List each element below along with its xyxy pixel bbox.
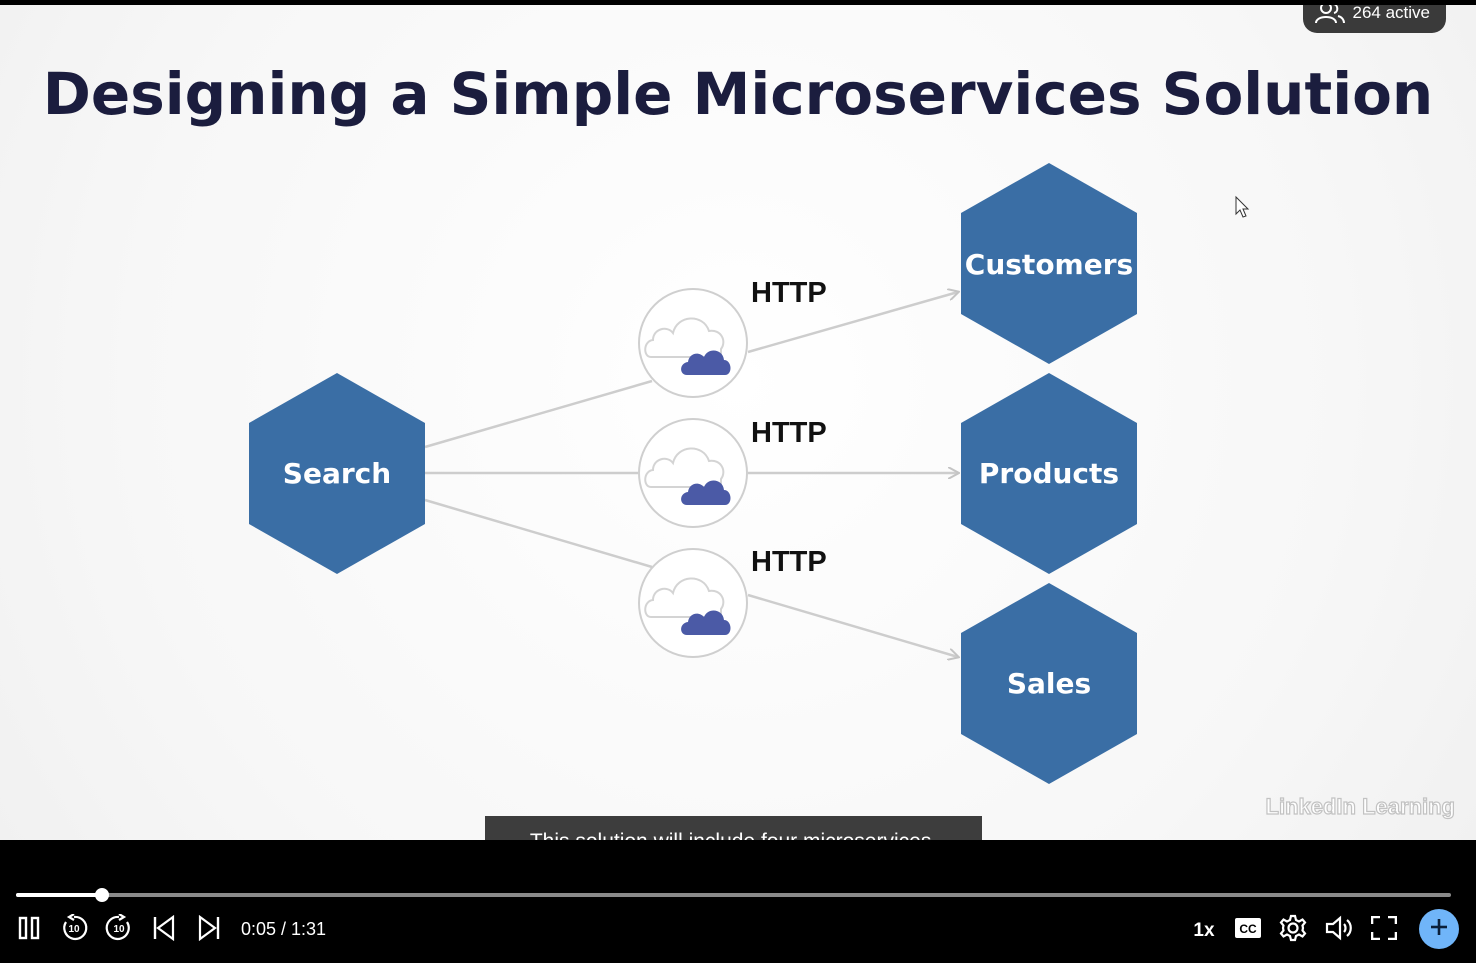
connector-search-customers-1 <box>424 379 653 449</box>
video-frame[interactable]: Designing a Simple Microservices Solutio… <box>0 5 1476 840</box>
hexagon-search: Search <box>249 373 425 574</box>
connection-lines <box>424 292 958 657</box>
cloud-node-1 <box>638 288 748 398</box>
next-button[interactable] <box>191 912 227 948</box>
subtitle-caption: This solution will include four microser… <box>485 816 982 840</box>
player-controls: 10 10 0:05 / 1:31 1x <box>0 840 1476 963</box>
hexagon-label-customers: Customers <box>965 248 1133 281</box>
hexagon-label-search: Search <box>283 457 391 490</box>
svg-text:10: 10 <box>113 924 125 935</box>
pause-icon <box>17 916 41 945</box>
previous-icon <box>151 914 177 946</box>
fullscreen-icon <box>1370 915 1398 945</box>
linkedin-learning-watermark: LinkedIn Learning <box>1266 794 1455 819</box>
connector-search-sales-2 <box>747 593 958 657</box>
add-button[interactable] <box>1419 909 1459 949</box>
active-count-label: 264 active <box>1352 5 1431 22</box>
slide-background <box>0 5 1476 840</box>
mouse-cursor-icon <box>1235 195 1250 218</box>
hexagon-label-sales: Sales <box>1007 667 1091 700</box>
forward-10-icon: 10 <box>105 912 133 947</box>
http-label-2: HTTP <box>751 417 827 449</box>
plus-icon <box>1429 917 1449 942</box>
rewind-10-button[interactable]: 10 <box>56 912 92 948</box>
rewind-10-icon: 10 <box>60 912 88 947</box>
hexagon-products: Products <box>961 373 1137 574</box>
settings-button[interactable] <box>1275 912 1311 948</box>
forward-10-button[interactable]: 10 <box>101 912 137 948</box>
closed-captions-button[interactable]: CC <box>1230 912 1266 948</box>
hexagon-customers: Customers <box>961 163 1137 364</box>
hexagon-sales: Sales <box>961 583 1137 784</box>
fullscreen-button[interactable] <box>1366 912 1402 948</box>
progress-scrubber[interactable] <box>95 888 110 902</box>
cloud-icon <box>681 610 731 635</box>
hexagon-label-products: Products <box>979 457 1119 490</box>
previous-button[interactable] <box>146 912 182 948</box>
microservices-diagram: HTTP HTTP HTTP Search Customers Products… <box>249 163 1456 820</box>
svg-text:CC: CC <box>1239 922 1257 936</box>
progress-fill <box>16 893 103 897</box>
active-viewers-badge[interactable]: 264 active <box>1302 5 1446 33</box>
cloud-node-3 <box>638 548 748 658</box>
cloud-icon <box>681 480 731 505</box>
gear-icon <box>1279 914 1307 947</box>
playback-speed-button[interactable]: 1x <box>1193 920 1215 941</box>
cloud-icon <box>681 350 731 375</box>
volume-button[interactable] <box>1322 912 1358 948</box>
connector-search-customers-2 <box>747 292 958 354</box>
closed-captions-icon: CC <box>1234 917 1262 944</box>
volume-icon <box>1325 915 1355 946</box>
svg-text:10: 10 <box>68 924 80 935</box>
http-label-1: HTTP <box>751 277 827 309</box>
time-display: 0:05 / 1:31 <box>241 919 327 939</box>
slide-title: Designing a Simple Microservices Solutio… <box>42 60 1434 128</box>
progress-bar[interactable] <box>16 888 1451 902</box>
http-label-3: HTTP <box>751 546 827 578</box>
people-icon <box>1314 5 1345 24</box>
connector-search-sales-1 <box>424 498 653 569</box>
cloud-node-2 <box>638 418 748 528</box>
next-icon <box>196 914 222 946</box>
pause-button[interactable] <box>11 912 47 948</box>
